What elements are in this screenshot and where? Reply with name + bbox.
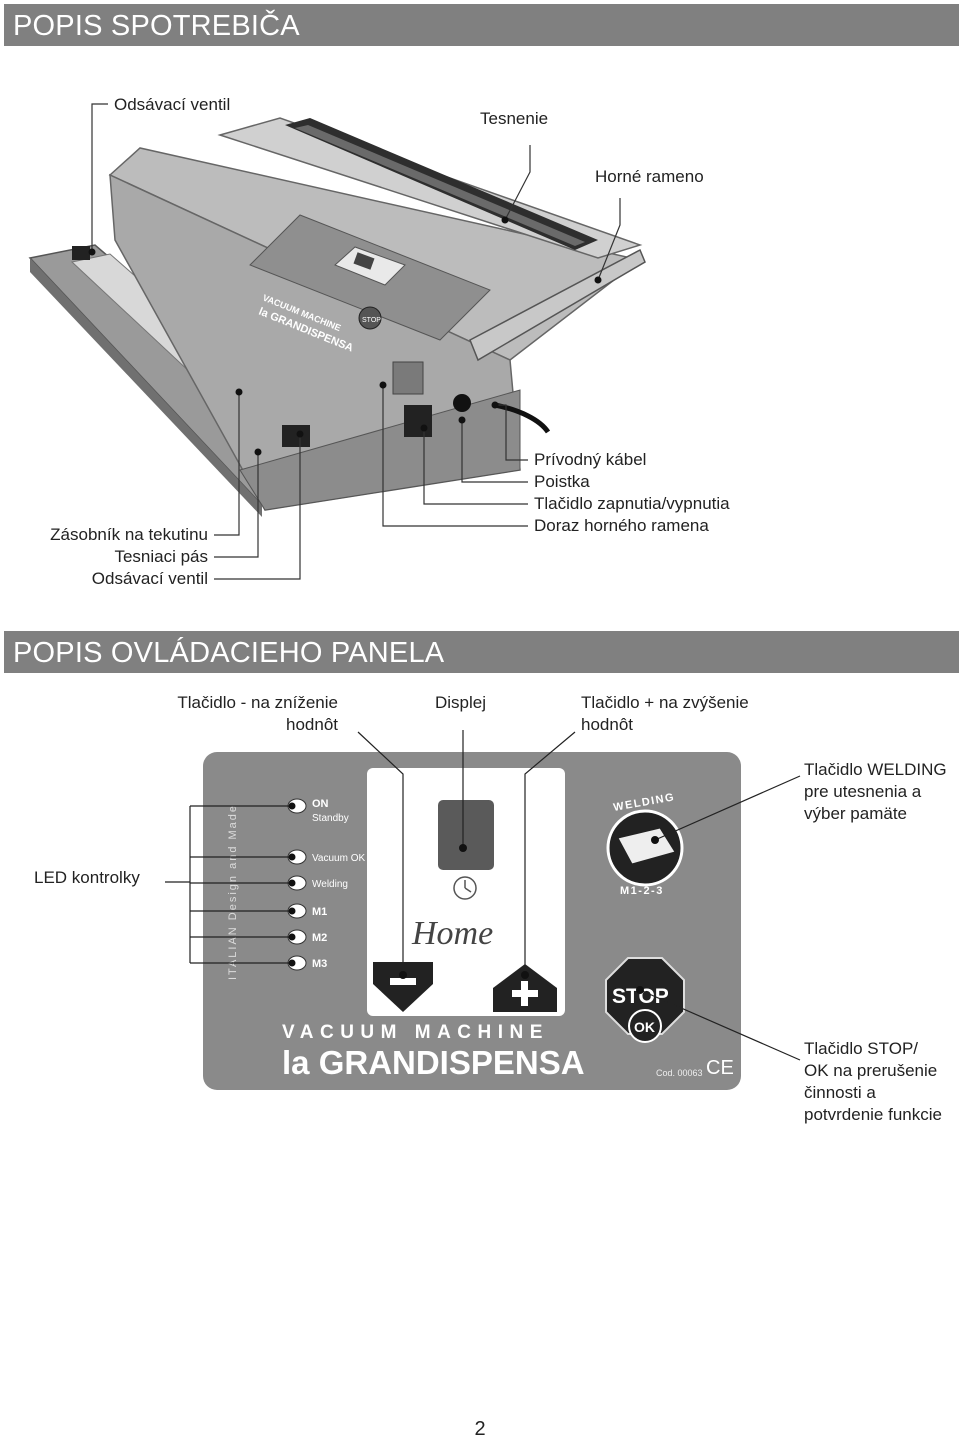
panel-side-text: ITALIAN Design and Made: [227, 804, 239, 980]
appliance-illustration: STOP VACUUM MACHINE la GRANDISPENSA: [28, 103, 646, 580]
welding-top-text: WELDING: [612, 791, 676, 814]
panel-home-logo: Home: [411, 915, 493, 952]
page-number: 2: [474, 1418, 486, 1440]
label-arm-stop: Doraz horného ramena: [534, 516, 709, 535]
section-title-control-panel: POPIS OVLÁDACIEHO PANELA: [13, 637, 445, 669]
label-stop-button: Tlačidlo STOP/ OK na prerušenie činnosti…: [804, 1038, 942, 1126]
label-power-switch: Tlačidlo zapnutia/vypnutia: [534, 494, 730, 513]
welding-bottom-text: M1-2-3: [620, 885, 664, 897]
section-title-appliance: POPIS SPOTREBIČA: [13, 10, 300, 42]
ok-button-text: OK: [634, 1019, 655, 1035]
led-m2-label: M2: [312, 932, 327, 944]
label-upper-arm: Horné rameno: [595, 167, 704, 186]
label-fuse: Poistka: [534, 472, 590, 491]
ce-mark: CE: [706, 1057, 734, 1079]
label-welding-line3: výber pamäte: [804, 804, 907, 823]
label-stop-line3: činnosti a: [804, 1083, 876, 1102]
label-minus-line2: hodnôt: [286, 715, 338, 734]
panel-brand-line2: la GRANDISPENSA: [282, 1044, 585, 1081]
led-on-label: ON: [312, 798, 329, 810]
stop-button-text: STOP: [612, 985, 669, 1008]
label-plus-button: Tlačidlo + na zvýšenie hodnôt: [581, 692, 749, 736]
label-stop-line2: OK na prerušenie: [804, 1061, 938, 1080]
label-welding-button: Tlačidlo WELDING pre utesnenia a výber p…: [804, 759, 947, 825]
label-sealing-strip: Tesniaci pás: [114, 547, 208, 566]
machine-stop-text: STOP: [362, 317, 381, 324]
led-m1-label: M1: [312, 906, 327, 918]
section-header-control-panel: POPIS OVLÁDACIEHO PANELA: [4, 631, 959, 673]
led-welding-label: Welding: [312, 879, 348, 890]
label-plus-line1: Tlačidlo + na zvýšenie: [581, 693, 749, 712]
label-stop-line4: potvrdenie funkcie: [804, 1105, 942, 1124]
label-led-indicators: LED kontrolky: [34, 868, 140, 887]
label-gasket: Tesnenie: [480, 109, 549, 128]
label-welding-line2: pre utesnenia a: [804, 782, 922, 801]
panel-code-text: Cod. 00063: [656, 1068, 703, 1078]
label-suction-valve-top: Odsávací ventil: [114, 95, 231, 114]
label-welding-line1: Tlačidlo WELDING: [804, 760, 947, 779]
label-minus-button: Tlačidlo - na zníženie hodnôt: [177, 692, 338, 736]
label-minus-line1: Tlačidlo - na zníženie: [177, 693, 338, 712]
label-suction-valve-bottom: Odsávací ventil: [91, 569, 208, 588]
led-m3-label: M3: [312, 958, 327, 970]
label-stop-line1: Tlačidlo STOP/: [804, 1039, 919, 1058]
panel-brand-line1: VACUUM MACHINE: [282, 1022, 549, 1043]
section-header-appliance: POPIS SPOTREBIČA: [4, 4, 959, 46]
label-plus-line2: hodnôt: [581, 715, 633, 734]
label-power-cable: Prívodný kábel: [534, 450, 647, 469]
label-display: Displej: [435, 693, 487, 712]
led-vacuum-ok-label: Vacuum OK: [312, 853, 365, 864]
label-liquid-tray: Zásobník na tekutinu: [50, 525, 208, 544]
led-standby-label: Standby: [312, 813, 349, 824]
